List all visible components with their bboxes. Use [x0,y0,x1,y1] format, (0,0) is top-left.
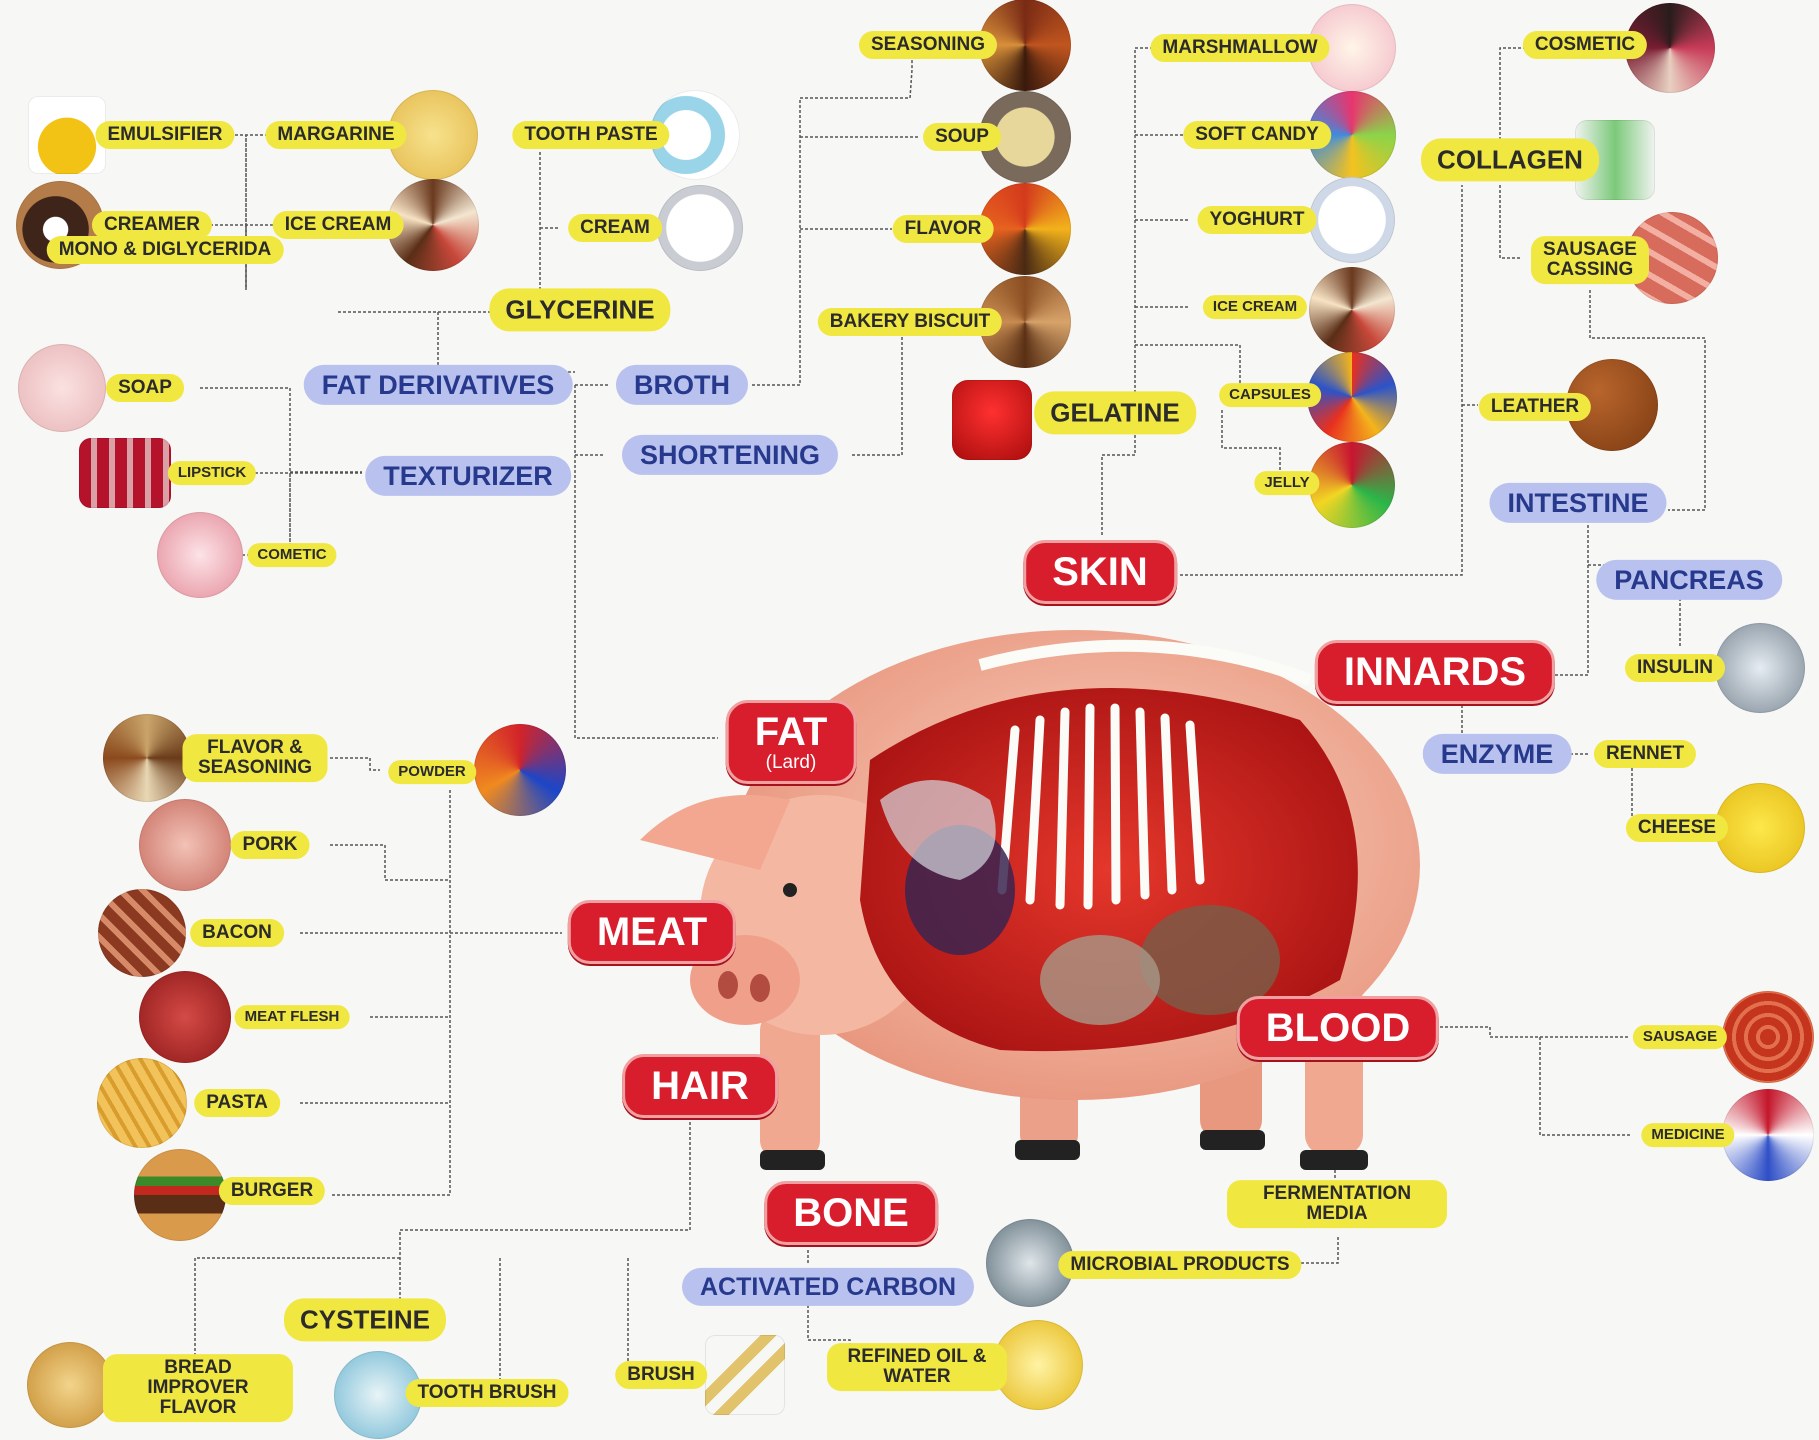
label-bacon: BACON [190,919,284,947]
label-fermentation-media: FERMENTATION MEDIA [1227,1180,1447,1228]
label-sausage-cassing: SAUSAGE CASSING [1531,236,1649,284]
part-fat: FAT (Lard) [726,700,857,784]
label-burger: BURGER [219,1177,325,1205]
part-hair: HAIR [622,1054,778,1118]
category-broth: BROTH [616,365,748,405]
jelly-icon [1309,442,1395,528]
part-meat: MEAT [568,900,736,964]
label-mono-diglycerida: MONO & DIGLYCERIDA [47,236,284,264]
label-creamer: CREAMER [92,211,212,239]
label-pork: PORK [231,831,310,859]
label-brush: BRUSH [615,1361,707,1389]
label-insulin: INSULIN [1625,654,1725,682]
category-fat-derivatives: FAT DERIVATIVES [304,365,573,405]
label-tooth-brush: TOOTH BRUSH [406,1379,569,1407]
label-sausage: SAUSAGE [1633,1025,1727,1049]
insulin-vial-icon [1715,623,1805,713]
label-bread-improver-flavor: BREAD IMPROVER FLAVOR [103,1354,293,1422]
cosmetic-brush-icon [157,512,243,598]
meat-flesh-icon [139,971,231,1063]
label-soap: SOAP [106,374,184,402]
label-cream: CREAM [568,214,662,242]
ice-cream-icon [1309,267,1395,353]
label-powder: POWDER [388,760,476,784]
emulsifier-flask-icon [28,96,106,174]
label-margarine: MARGARINE [265,121,406,149]
category-enzyme: ENZYME [1423,734,1572,774]
label-bakery-biscuit: BAKERY BISCUIT [818,308,1002,336]
category-texturizer: TEXTURIZER [365,456,571,496]
label-marshmallow: MARSHMALLOW [1150,34,1329,62]
category-pancreas: PANCREAS [1596,560,1782,600]
label-soup: SOUP [923,123,1001,151]
category-intestine: INTESTINE [1489,483,1666,523]
paint-brush-icon [705,1335,785,1415]
label-flavor: FLAVOR [893,215,994,243]
bacon-icon [98,889,186,977]
cheese-icon [1715,783,1805,873]
part-innards: INNARDS [1315,640,1555,704]
label-refined-oil-water: REFINED OIL & WATER [827,1343,1007,1391]
label-tooth-paste: TOOTH PASTE [512,121,669,149]
label-cysteine: CYSTEINE [284,1298,446,1341]
category-shortening: SHORTENING [622,435,838,475]
jelly-mold-icon [952,380,1032,460]
soap-icon [18,344,106,432]
label-pasta: PASTA [194,1089,280,1117]
yoghurt-icon [1309,177,1395,263]
label-cometic: COMETIC [247,543,336,567]
cream-jar-icon [657,185,743,271]
label-leather: LEATHER [1479,393,1591,421]
label-ice-cream-fat: ICE CREAM [273,211,404,239]
sausage-icon [1722,991,1814,1083]
part-bone: BONE [764,1181,938,1245]
label-seasoning: SEASONING [859,31,997,59]
label-emulsifier: EMULSIFIER [95,121,234,149]
label-lipstick: LIPSTICK [168,461,256,485]
pork-icon [139,799,231,891]
lipstick-icon [79,438,171,508]
part-fat-sublabel: (Lard) [755,753,828,773]
part-blood: BLOOD [1237,996,1439,1060]
pasta-icon [97,1058,187,1148]
label-jelly: JELLY [1254,471,1319,495]
bread-improver-icon [27,1342,113,1428]
label-cheese: CHEESE [1626,814,1728,842]
label-yoghurt: YOGHURT [1198,206,1317,234]
label-gelatine: GELATINE [1034,391,1196,434]
label-microbial-products: MICROBIAL PRODUCTS [1058,1251,1301,1279]
label-glycerine: GLYCERINE [489,288,670,331]
powder-icon [474,724,566,816]
part-fat-label: FAT [755,710,828,754]
label-meat-flesh: MEAT FLESH [235,1005,350,1029]
label-collagen: COLLAGEN [1421,138,1599,181]
label-cosmetic: COSMETIC [1523,31,1647,59]
category-activated-carbon: ACTIVATED CARBON [682,1268,974,1306]
part-skin: SKIN [1023,540,1177,604]
burger-icon [134,1149,226,1241]
label-soft-candy: SOFT CANDY [1183,121,1331,149]
label-rennet: RENNET [1594,740,1696,768]
label-flavor-seasoning: FLAVOR & SEASONING [183,734,328,782]
label-medicine: MEDICINE [1641,1123,1734,1147]
medicine-icon [1722,1089,1814,1181]
label-capsules: CAPSULES [1219,383,1321,407]
label-ice-cream-skin: ICE CREAM [1203,295,1307,319]
spices-icon [103,714,191,802]
